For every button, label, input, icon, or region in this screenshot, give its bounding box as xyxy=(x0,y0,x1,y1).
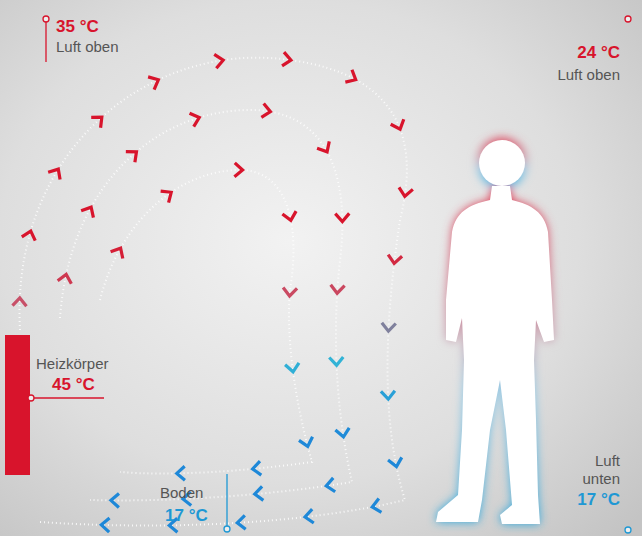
air-label: Luft unten xyxy=(574,452,620,488)
flow-chevron xyxy=(304,509,314,524)
flow-chevron xyxy=(345,70,359,86)
temperature-value: 17 °C xyxy=(577,490,620,510)
flow-chevron xyxy=(381,323,395,332)
flow-chevron xyxy=(12,298,26,307)
flow-chevron xyxy=(283,288,297,297)
flow-chevron xyxy=(101,518,109,532)
air-label: Luft oben xyxy=(557,66,620,84)
flow-chevron xyxy=(329,357,343,366)
flow-chevron xyxy=(237,515,246,529)
flow-chevron xyxy=(371,499,381,514)
flow-chevron xyxy=(282,211,297,222)
flow-chevron xyxy=(325,478,335,493)
temperature-value: 17 °C xyxy=(165,506,208,526)
flow-chevron xyxy=(48,165,64,179)
flow-chevron xyxy=(148,73,161,89)
flow-chevron xyxy=(317,141,333,155)
air-stream xyxy=(60,110,352,500)
temperature-value: 45 °C xyxy=(52,375,95,395)
temperature-value: 35 °C xyxy=(56,17,99,37)
flow-chevron xyxy=(190,111,202,127)
air-stream xyxy=(19,58,406,526)
flow-chevron xyxy=(254,486,263,501)
flow-chevron xyxy=(387,255,402,265)
flow-chevron xyxy=(282,52,292,67)
flow-chevron xyxy=(177,466,185,480)
flow-chevron xyxy=(22,229,38,241)
flow-chevron xyxy=(330,285,344,294)
air-flow xyxy=(12,52,412,532)
flow-chevron xyxy=(126,146,141,162)
flow-chevron xyxy=(111,493,119,507)
flow-chevron xyxy=(335,213,349,221)
flow-chevron xyxy=(391,119,407,132)
flow-chevron xyxy=(381,391,395,400)
flow-chevron xyxy=(58,273,73,284)
air-stream xyxy=(100,170,312,474)
floor-label: Boden xyxy=(160,484,203,502)
radiator-label: Heizkörper xyxy=(36,355,109,373)
air-label: Luft oben xyxy=(56,38,119,56)
flow-chevron xyxy=(252,461,261,476)
flow-chevron xyxy=(91,112,106,128)
flow-chevron xyxy=(398,187,413,197)
flow-chevron xyxy=(299,437,315,448)
flow-chevron xyxy=(261,103,271,118)
flow-chevron xyxy=(388,457,403,468)
person-silhouette xyxy=(436,138,554,524)
flow-chevron xyxy=(214,53,224,68)
radiator xyxy=(5,335,30,475)
flow-chevron xyxy=(285,363,300,373)
flow-chevron xyxy=(234,163,242,177)
leader-lines xyxy=(28,16,631,533)
temperature-value: 24 °C xyxy=(577,43,620,63)
flow-chevron xyxy=(81,204,97,218)
flow-chevron xyxy=(111,245,127,259)
flow-chevron xyxy=(335,428,350,438)
flow-chevron xyxy=(161,187,176,203)
